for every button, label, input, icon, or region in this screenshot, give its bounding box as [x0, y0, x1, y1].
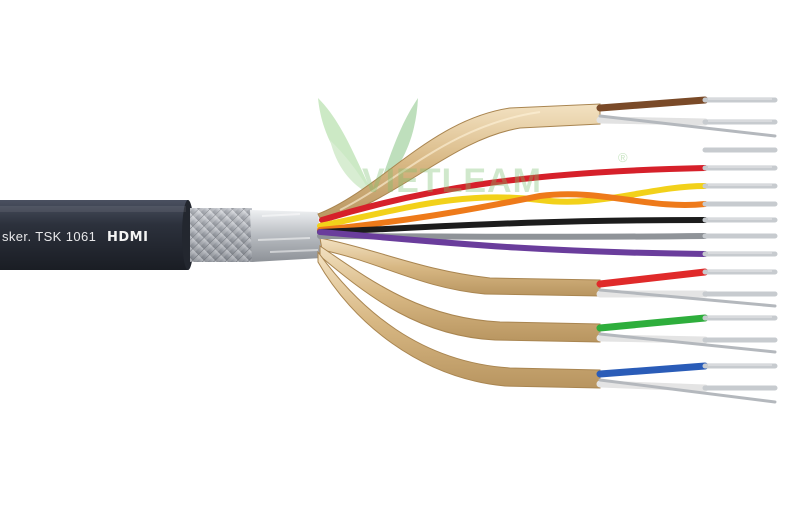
leaf-left-icon [318, 98, 370, 188]
wire-blue [596, 362, 709, 378]
watermark-logo [318, 98, 418, 195]
wire-red [319, 165, 708, 223]
hdmi-logo: HDMI [107, 230, 148, 245]
conductor-ends [702, 97, 778, 391]
watermark-registered-mark: ® [618, 150, 628, 165]
foil-shield [250, 210, 322, 262]
jacket-print: sker. TSK 1061 [2, 229, 96, 244]
cable-jacket: sker. TSK 1061 HDMI [0, 200, 194, 270]
wire-bundle [317, 96, 709, 392]
wire-black [317, 217, 708, 235]
foil-pair-5 [317, 250, 601, 389]
foil-pair-4 [319, 245, 601, 343]
wire-red-2 [596, 268, 709, 288]
wire-yellow [317, 183, 708, 229]
wire-purple [317, 229, 708, 257]
wire-orange [317, 191, 708, 233]
braided-shield [190, 208, 252, 262]
drain-wires [598, 114, 777, 404]
watermark-text: VIETLEAM [362, 162, 542, 200]
wire-brown [596, 96, 709, 112]
leaf-right-icon [378, 98, 418, 190]
foil-pair-top [317, 103, 601, 223]
wire-green [596, 314, 709, 332]
